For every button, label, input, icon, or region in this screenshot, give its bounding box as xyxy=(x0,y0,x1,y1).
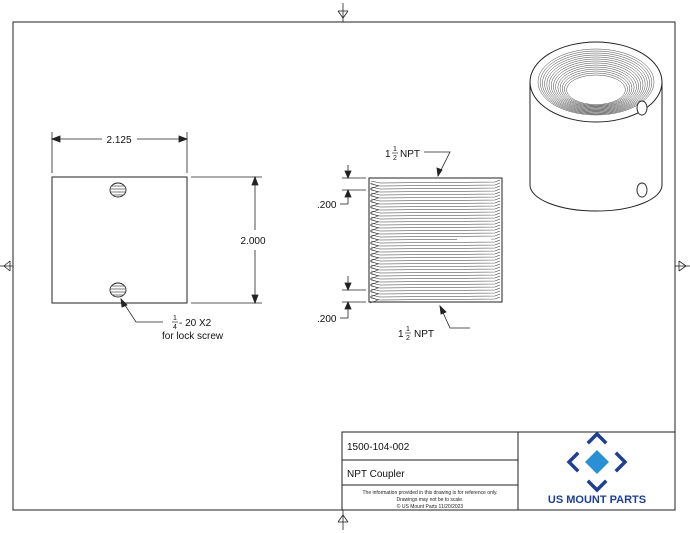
iso-inner-threads xyxy=(537,48,655,116)
thread-hatching xyxy=(369,179,501,304)
title-block xyxy=(341,431,676,511)
bottom-npt-note: 1 1 2 NPT xyxy=(398,326,434,342)
hole-note-leader xyxy=(120,297,163,323)
part-number: 1500-104-002 xyxy=(347,442,410,453)
tapped-hole-bottom xyxy=(109,282,127,298)
hole-note-line2: for lock screw xyxy=(162,331,224,342)
isometric-view xyxy=(529,41,663,212)
top-npt-num: 1 xyxy=(393,146,397,153)
centering-mark-bottom xyxy=(337,510,349,530)
bottom-npt-den: 2 xyxy=(406,335,410,342)
width-dimension xyxy=(50,132,189,173)
bottom-npt-whole: 1 xyxy=(398,329,404,340)
hole-note-fraction-den: 4 xyxy=(173,324,177,331)
top-offset-dimension-text: .200 xyxy=(317,200,337,211)
tapped-hole-top xyxy=(109,182,127,198)
bottom-offset-dimension-text: .200 xyxy=(317,314,337,325)
disclaimer-line2: Drawings may not be to scale. xyxy=(397,497,464,503)
hole-note-text: - 20 X2 xyxy=(179,318,212,329)
top-npt-note: 1 1 2 NPT xyxy=(385,146,420,162)
height-dimension xyxy=(191,175,262,305)
brand-logo: US MOUNT PARTS xyxy=(548,431,646,506)
top-npt-den: 2 xyxy=(393,155,397,162)
iso-hole-bottom xyxy=(636,182,648,198)
coupler-outline xyxy=(51,176,188,304)
top-npt-whole: 1 xyxy=(385,149,391,160)
iso-hole-top xyxy=(636,100,648,116)
hole-note: 1 4 - 20 X2 for lock screw xyxy=(162,315,224,342)
front-view: 2.125 2.000 1 4 - 20 X2 for lock screw xyxy=(50,132,266,342)
top-offset-dimension xyxy=(340,165,366,205)
bottom-offset-dimension xyxy=(340,276,366,319)
section-highlight xyxy=(457,238,491,241)
bottom-npt-leader xyxy=(439,304,470,329)
disclaimer-line1: The information provided in this drawing… xyxy=(363,490,498,496)
part-name: NPT Coupler xyxy=(347,469,405,480)
hole-note-fraction-num: 1 xyxy=(173,315,177,322)
bottom-npt-num: 1 xyxy=(406,326,410,333)
top-npt-text: NPT xyxy=(400,149,420,160)
section-view: .200 .200 1 1 2 NPT xyxy=(317,146,503,342)
brand-logo-icon xyxy=(566,431,628,493)
height-dimension-text: 2.000 xyxy=(240,236,265,247)
centering-mark-top xyxy=(337,3,349,22)
centering-mark-right xyxy=(675,260,690,272)
centering-mark-left xyxy=(0,260,13,272)
brand-name: US MOUNT PARTS xyxy=(548,494,646,506)
width-dimension-text: 2.125 xyxy=(106,135,131,146)
top-npt-leader xyxy=(424,151,451,178)
disclaimer-line3: © US Mount Parts 11/20/2023 xyxy=(397,503,464,510)
bottom-npt-text: NPT xyxy=(414,329,434,340)
